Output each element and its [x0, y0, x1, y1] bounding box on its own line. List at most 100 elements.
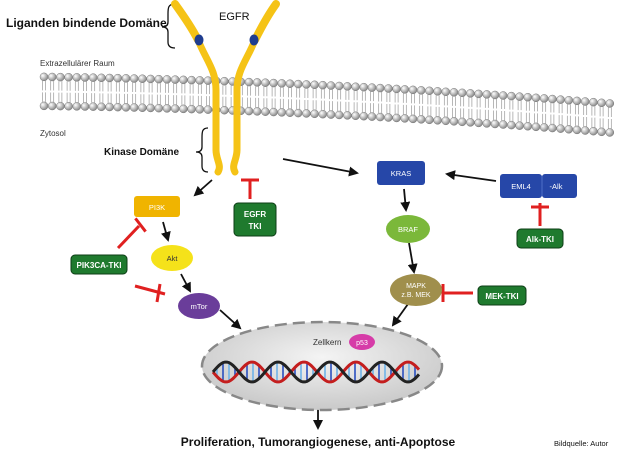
membrane-bead [580, 126, 590, 135]
membrane-bead [203, 105, 213, 114]
alk-label: -Alk [550, 182, 563, 191]
arrow-eml4-to-kras [445, 170, 497, 182]
membrane-bead [97, 73, 106, 83]
membrane-bead [47, 72, 57, 82]
membrane-bead [498, 120, 508, 129]
membrane-bead [318, 109, 328, 119]
membrane-bead [39, 72, 49, 82]
akt-node: Akt [151, 245, 193, 271]
membrane-bead [343, 111, 352, 120]
membrane-bead [334, 110, 344, 120]
membrane-bead [302, 80, 311, 89]
membrane-bead [466, 89, 475, 98]
membrane-bead [482, 119, 492, 128]
membrane-bead [589, 126, 598, 136]
kinase-domain-brace [195, 127, 209, 173]
membrane-bead [597, 127, 606, 137]
membrane-bead [433, 87, 442, 96]
membrane-bead [441, 116, 451, 126]
membrane-bead [285, 79, 295, 88]
membrane-bead [261, 107, 270, 116]
membrane-bead [195, 76, 205, 85]
mtor-label: mTor [191, 302, 208, 311]
membrane-bead [138, 74, 147, 83]
membrane-bead [88, 73, 98, 82]
membrane-bead [416, 115, 426, 124]
membrane-bead [203, 76, 213, 85]
p53-node [349, 334, 375, 350]
membrane-bead [548, 123, 557, 133]
membrane-bead [408, 114, 418, 124]
alk-tki-box: Alk-TKI [516, 228, 564, 249]
membrane-bead [457, 88, 467, 98]
membrane-bead [507, 120, 516, 130]
kras-label: KRAS [391, 169, 411, 178]
membrane-bead [539, 94, 549, 103]
membrane-bead [220, 76, 229, 86]
membrane-bead [56, 101, 65, 111]
membrane-bead [138, 103, 147, 112]
egfr-right-strand [230, 36, 259, 176]
membrane-bead [515, 92, 524, 101]
membrane-bead [187, 104, 196, 114]
membrane-bead [375, 83, 385, 93]
membrane-bead [170, 104, 180, 113]
membrane-bead [449, 88, 459, 97]
membrane-bead [252, 107, 262, 116]
membrane-bead [170, 75, 180, 84]
akt-label: Akt [167, 254, 179, 263]
membrane-bead [105, 73, 114, 83]
membrane-bead [293, 108, 303, 118]
arrow-mtor-to-nucleus [219, 309, 242, 330]
cytosol-label: Zytosol [40, 129, 66, 138]
membrane-bead [129, 103, 139, 112]
membrane-bead [490, 90, 500, 100]
arrow-kras-to-braf [400, 188, 411, 212]
membrane-bead [72, 73, 82, 82]
extracellular-label: Extrazellulärer Raum [40, 59, 115, 68]
membrane-bead [277, 79, 287, 88]
p53-label: p53 [356, 340, 368, 347]
membrane-bead [187, 75, 196, 85]
membrane-bead [97, 102, 106, 112]
membrane-bead [564, 96, 574, 105]
membrane-bead [64, 101, 73, 111]
ligand-domain-brace [161, 3, 176, 49]
pik3ca-tki-label: PIK3CA-TKI [77, 261, 122, 270]
ligand-domain-label: Liganden bindende Domäne [6, 16, 167, 30]
membrane-bead [392, 84, 401, 94]
membrane-bead [302, 109, 311, 118]
eml4-alk-node: EML4 -Alk [500, 174, 577, 198]
membrane-bead [589, 97, 598, 107]
membrane-bead [416, 86, 426, 95]
membrane-bead [580, 97, 590, 106]
membrane-bead [441, 87, 451, 97]
membrane-bead [351, 111, 360, 121]
membrane-bead [39, 101, 49, 111]
membrane-bead [367, 83, 377, 92]
membrane-bead [285, 108, 295, 117]
mek-tki-label: MEK-TKI [485, 292, 518, 301]
membrane-bead [359, 111, 369, 121]
mapk-label-line2: z.B. MEK [401, 292, 431, 299]
membrane-bead [220, 105, 229, 115]
membrane-bead [359, 82, 369, 92]
arrow-pi3k-to-akt [161, 221, 171, 242]
membrane-bead [64, 72, 73, 82]
membrane-bead [384, 113, 393, 122]
mapk-label-line1: MAPK [406, 283, 426, 290]
source-label: Bildquelle: Autor [554, 439, 609, 448]
membrane-bead [425, 115, 434, 125]
nucleus-label: Zellkern [313, 338, 341, 347]
outcome-label: Proliferation, Tumorangiogenese, anti-Ap… [181, 435, 456, 449]
membrane-bead [154, 103, 164, 113]
egfr-tki-line1: EGFR [244, 210, 266, 219]
membrane-bead [326, 110, 336, 119]
membrane-bead [47, 101, 57, 111]
membrane-bead [367, 112, 377, 121]
membrane-bead [269, 107, 278, 117]
membrane-bead [605, 99, 615, 108]
membrane-bead [507, 91, 516, 101]
membrane-bead [80, 102, 90, 111]
membrane-bead [400, 114, 410, 123]
